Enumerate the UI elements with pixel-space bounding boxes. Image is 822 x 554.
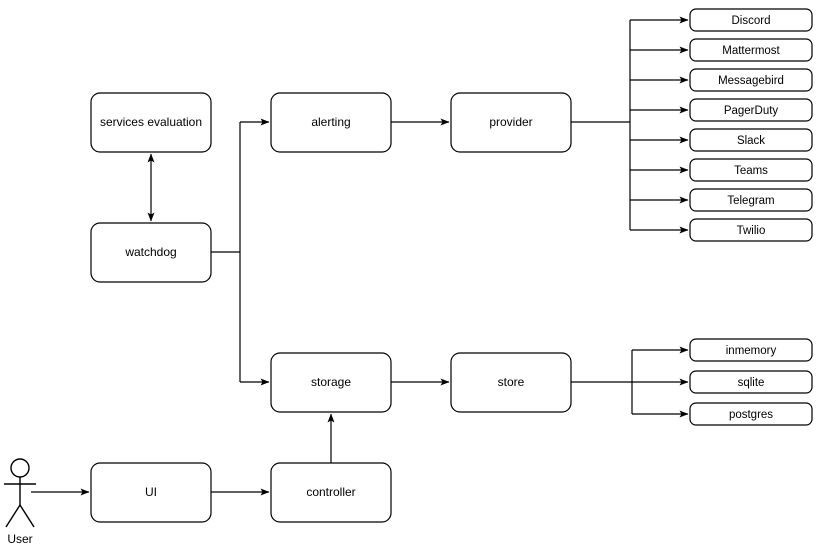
node-box — [90, 222, 212, 283]
node-label: store — [498, 375, 525, 389]
edge-provider-branches — [630, 16, 689, 234]
actor-head-icon — [10, 458, 30, 478]
store-option[interactable]: inmemory — [689, 338, 813, 362]
node-box — [270, 352, 392, 413]
option-label: Messagebird — [718, 75, 784, 87]
option-box — [689, 128, 813, 152]
node-watchdog[interactable]: watchdog — [90, 222, 212, 283]
node-label: provider — [489, 115, 532, 129]
option-box — [689, 158, 813, 182]
option-label: Slack — [737, 135, 765, 147]
provider-options-group: Discord Mattermost Messagebird PagerDuty… — [689, 8, 813, 242]
option-box — [689, 188, 813, 212]
option-label: postgres — [729, 409, 773, 421]
provider-option[interactable]: Telegram — [689, 188, 813, 212]
node-store[interactable]: store — [450, 352, 572, 413]
option-label: Telegram — [727, 195, 774, 207]
provider-option[interactable]: Mattermost — [689, 38, 813, 62]
edge-layer — [31, 16, 689, 496]
node-box — [450, 92, 572, 153]
node-label: UI — [145, 485, 157, 499]
node-ui[interactable]: UI — [90, 462, 212, 523]
node-box — [90, 462, 212, 523]
option-label: Teams — [734, 165, 768, 177]
node-provider[interactable]: provider — [450, 92, 572, 153]
node-storage[interactable]: storage — [270, 352, 392, 413]
edge-store-branches — [632, 346, 689, 418]
option-box — [689, 218, 813, 242]
node-alerting[interactable]: alerting — [270, 92, 392, 153]
provider-option[interactable]: Discord — [689, 8, 813, 32]
option-label: PagerDuty — [724, 105, 779, 117]
option-label: Twilio — [737, 225, 766, 237]
option-label: sqlite — [738, 377, 765, 389]
node-box — [450, 352, 572, 413]
node-label: controller — [306, 485, 355, 499]
option-label: inmemory — [726, 345, 777, 357]
actor-user[interactable]: User — [4, 458, 36, 546]
option-box — [689, 8, 813, 32]
store-option[interactable]: sqlite — [689, 370, 813, 394]
option-box — [689, 98, 813, 122]
node-box — [270, 92, 392, 153]
node-label: storage — [311, 375, 351, 389]
store-option[interactable]: postgres — [689, 402, 813, 426]
node-label: services evaluation — [100, 115, 202, 129]
option-box — [689, 402, 813, 426]
node-controller[interactable]: controller — [270, 462, 392, 523]
node-label: watchdog — [124, 245, 176, 259]
node-box — [90, 92, 212, 153]
option-box — [689, 68, 813, 92]
store-options-group: inmemory sqlite postgres — [689, 338, 813, 426]
provider-option[interactable]: Slack — [689, 128, 813, 152]
provider-option[interactable]: Teams — [689, 158, 813, 182]
option-box — [689, 370, 813, 394]
option-label: Mattermost — [722, 45, 780, 57]
actor-label: User — [7, 532, 32, 546]
option-box — [689, 338, 813, 362]
option-box — [689, 38, 813, 62]
node-label: alerting — [311, 115, 350, 129]
actor-leg-left-icon — [5, 504, 21, 528]
provider-option[interactable]: Messagebird — [689, 68, 813, 92]
option-label: Discord — [732, 15, 771, 27]
node-box — [270, 462, 392, 523]
actor-leg-right-icon — [19, 504, 35, 528]
provider-option[interactable]: PagerDuty — [689, 98, 813, 122]
node-services-evaluation[interactable]: services evaluation — [90, 92, 212, 153]
provider-option[interactable]: Twilio — [689, 218, 813, 242]
